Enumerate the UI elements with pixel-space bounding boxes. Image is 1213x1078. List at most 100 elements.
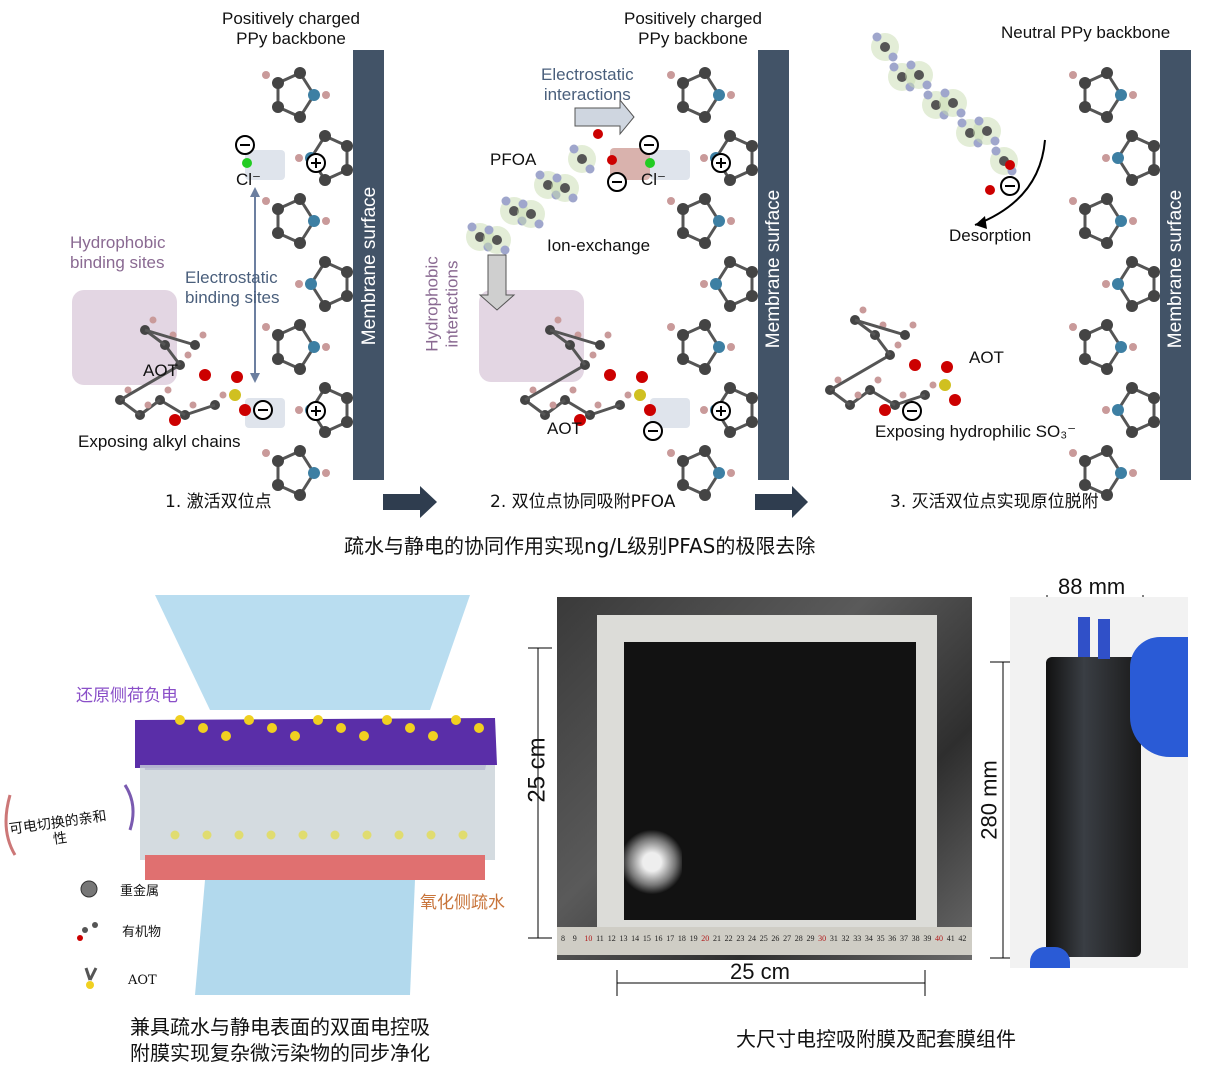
ruler-tick: 24: [748, 934, 756, 943]
desorption-label: Desorption: [949, 226, 1032, 245]
atom: [710, 278, 722, 290]
atom: [568, 193, 578, 203]
atom: [294, 319, 306, 331]
atom: [305, 278, 317, 290]
atom: [82, 927, 88, 933]
atom: [727, 469, 735, 477]
atom: [451, 715, 461, 725]
binding-site-box: [650, 398, 690, 428]
atom: [1126, 256, 1138, 268]
step-3-label: 3. 灭活双位点实现原位脱附: [890, 492, 1099, 512]
atom: [92, 922, 98, 928]
atom: [262, 71, 270, 79]
atom: [322, 469, 330, 477]
atom: [727, 343, 735, 351]
switch-arrow: [123, 784, 135, 831]
atom: [169, 414, 181, 426]
bond: [549, 328, 601, 347]
ion-exchange-box: [610, 148, 650, 180]
atom: [990, 136, 1000, 146]
atom: [341, 164, 353, 176]
desorption-arrow: [974, 139, 1046, 226]
chloride-label-2: Cl⁻: [641, 170, 667, 189]
atom: [1101, 111, 1113, 123]
atom: [322, 343, 330, 351]
atom: [229, 389, 241, 401]
atom: [1126, 300, 1138, 312]
atom: [294, 445, 306, 457]
atom: [272, 77, 284, 89]
atom: [724, 426, 736, 438]
atom: [428, 731, 438, 741]
atom: [1148, 290, 1160, 302]
atom: [974, 116, 984, 126]
atom: [535, 170, 545, 180]
atom: [604, 331, 612, 339]
atom: [394, 830, 404, 840]
atom: [294, 67, 306, 79]
atom: [713, 341, 725, 353]
atom: [319, 426, 331, 438]
legend-organic: 有机物: [122, 925, 162, 940]
atom: [341, 392, 353, 404]
ruler-tick: 10: [584, 934, 593, 943]
atom: [341, 290, 353, 302]
oxidation-layer: [145, 855, 485, 880]
atom: [1069, 197, 1077, 205]
atom: [636, 371, 648, 383]
atom: [242, 158, 252, 168]
atom: [727, 91, 735, 99]
atom: [699, 319, 711, 331]
atom: [1148, 266, 1160, 278]
atom: [677, 479, 689, 491]
atom: [700, 280, 708, 288]
atom: [262, 323, 270, 331]
atom: [543, 180, 553, 190]
bond: [119, 363, 181, 402]
atom: [1115, 341, 1127, 353]
atom: [294, 489, 306, 501]
atom: [699, 489, 711, 501]
photo-width-label: 25 cm: [730, 959, 790, 984]
atom: [467, 222, 477, 232]
atom: [923, 90, 933, 100]
bond: [829, 353, 891, 392]
ruler-tick: 20: [701, 934, 710, 943]
atom: [1102, 406, 1110, 414]
atom: [713, 467, 725, 479]
atom: [272, 455, 284, 467]
atom: [1069, 71, 1077, 79]
atom: [909, 321, 917, 329]
atom: [577, 154, 587, 164]
atom: [294, 363, 306, 375]
backbone-label-3: Neutral PPy backbone: [1001, 23, 1171, 42]
module-height-label: 280 mm: [976, 760, 1002, 840]
hydrophobic-site-box: [479, 290, 584, 382]
atom: [607, 155, 617, 165]
atom: [144, 401, 152, 409]
ruler-tick: 42: [958, 934, 967, 943]
atom: [949, 394, 961, 406]
atom: [677, 101, 689, 113]
atom: [667, 71, 675, 79]
atom: [272, 329, 284, 341]
ruler-tick: 31: [829, 934, 838, 943]
atom: [1126, 426, 1138, 438]
atom: [319, 174, 331, 186]
main-caption: 疏水与静电的协同作用实现ng/L级别PFAS的极限去除: [344, 534, 816, 558]
atom: [922, 80, 932, 90]
atom: [322, 91, 330, 99]
atom: [1129, 469, 1137, 477]
atom: [574, 414, 586, 426]
atom: [1126, 382, 1138, 394]
atom: [294, 237, 306, 249]
atom: [1005, 160, 1015, 170]
atom: [1102, 154, 1110, 162]
atom: [1126, 130, 1138, 142]
atom: [330, 830, 340, 840]
atom: [475, 232, 485, 242]
atom: [589, 351, 597, 359]
exposing-hydrophilic-label: Exposing hydrophilic SO₃⁻: [875, 422, 1077, 441]
reduction-layer: [135, 718, 497, 768]
